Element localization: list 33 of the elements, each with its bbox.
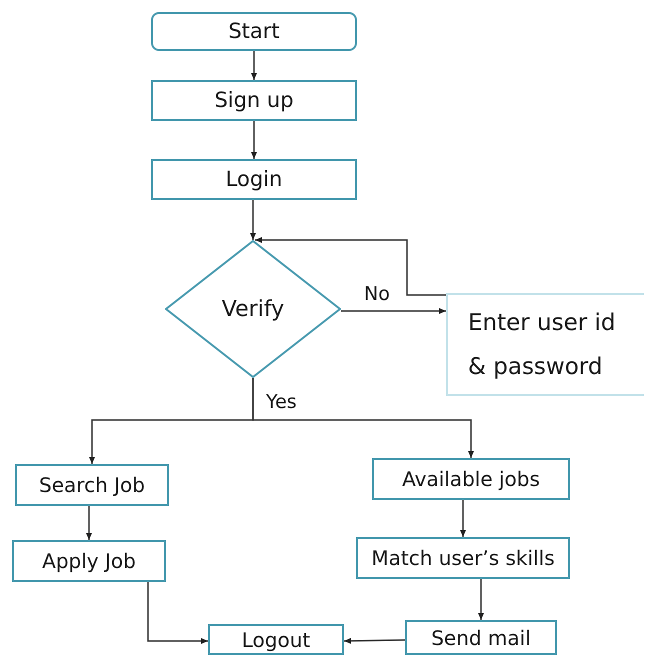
- process-box: [405, 620, 557, 655]
- arrow: [251, 51, 257, 80]
- process-box: [372, 458, 570, 500]
- node-label: Search Job: [39, 472, 145, 499]
- node-label: Send mail: [431, 624, 531, 652]
- process-box: [446, 293, 644, 396]
- arrow: [478, 579, 484, 620]
- decision-diamond: [165, 240, 341, 378]
- arrow: [250, 200, 256, 240]
- arrow: [251, 121, 257, 159]
- process-box: [151, 159, 357, 200]
- node-label: Start: [228, 18, 280, 45]
- process-box: [208, 624, 344, 655]
- node-label: Login: [226, 166, 282, 193]
- arrow: [255, 237, 446, 296]
- arrow: [86, 506, 92, 540]
- node-label: Sign up: [214, 86, 294, 114]
- process-box: [15, 464, 169, 506]
- process-box: [356, 537, 570, 579]
- arrow: [460, 500, 466, 537]
- node-label: Enter user id & password: [467, 308, 617, 382]
- arrow: [344, 638, 406, 644]
- arrow: [341, 308, 446, 314]
- arrow: [147, 582, 208, 644]
- node-label: Apply Job: [42, 548, 136, 575]
- node-label: Logout: [242, 626, 310, 654]
- arrow: [252, 378, 474, 458]
- process-box: [151, 80, 357, 121]
- node-label: Available jobs: [402, 466, 540, 493]
- process-box: [151, 12, 357, 51]
- process-box: [12, 540, 166, 582]
- node-label: Verify: [222, 296, 284, 324]
- node-label: Match user’s skills: [371, 545, 555, 572]
